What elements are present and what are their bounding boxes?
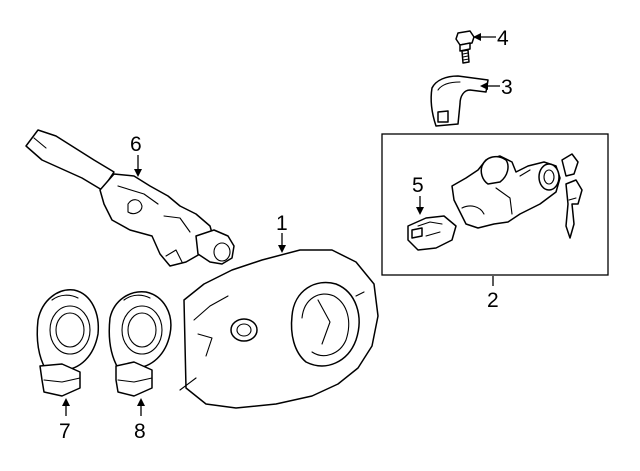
leader-3 (480, 82, 500, 90)
part-4-bolt (455, 30, 475, 64)
leader-6 (134, 155, 142, 177)
leader-7 (62, 398, 70, 416)
part-3-bracket (430, 75, 489, 127)
callout-7: 7 (59, 420, 71, 443)
assembly-box (381, 133, 609, 276)
part-2-keys (561, 153, 583, 239)
part-7-clock-spring (36, 289, 100, 397)
part-1-column-cover (179, 249, 379, 409)
callout-2: 2 (487, 289, 499, 312)
part-8-clock-spring (108, 291, 172, 397)
part-6-combination-switch (25, 129, 235, 267)
callout-4: 4 (497, 27, 509, 50)
part-5-switch (407, 215, 457, 251)
callout-1: 1 (276, 212, 288, 235)
part-2-ignition-housing (451, 155, 561, 229)
callout-3: 3 (501, 76, 513, 99)
callout-5: 5 (412, 174, 424, 197)
leader-5 (416, 196, 424, 215)
callout-8: 8 (134, 420, 146, 443)
leader-4 (473, 33, 496, 41)
callout-6: 6 (130, 133, 142, 156)
leader-1 (278, 233, 286, 253)
leader-8 (137, 398, 145, 416)
